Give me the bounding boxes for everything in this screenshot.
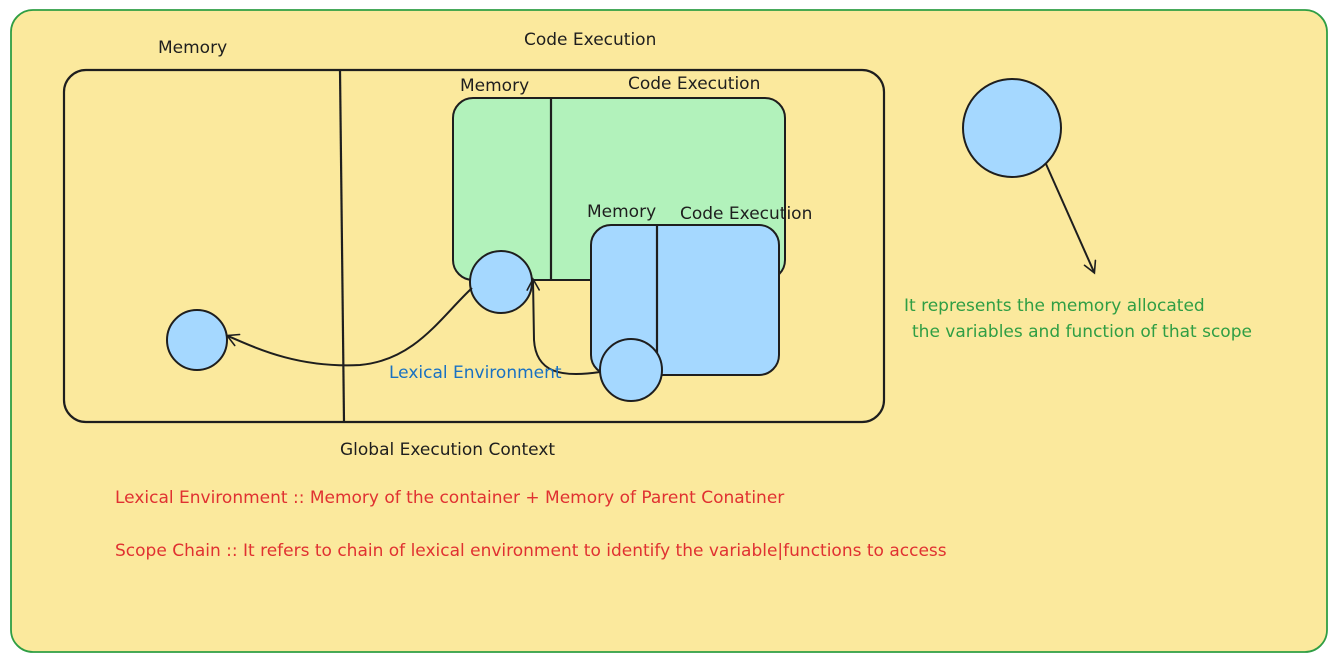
lexical-environment-label: Lexical Environment [389,363,562,383]
legend-line-2: the variables and function of that scope [912,322,1252,342]
innermost-memory-circle [599,338,663,402]
innermost-memory-label: Memory [587,202,656,222]
legend-arrow [1045,163,1097,275]
lexical-arrow-to-global [225,287,473,367]
global-context-divider [338,69,346,423]
global-code-label: Code Execution [524,30,656,50]
legend-memory-circle [962,78,1062,178]
innermost-code-label: Code Execution [680,204,812,224]
lexical-environment-definition: Lexical Environment :: Memory of the con… [115,488,784,508]
inner-memory-circle [469,250,533,314]
inner-code-label: Code Execution [628,74,760,94]
global-context-box [62,68,886,424]
innermost-context-box [590,224,780,376]
global-memory-circle [166,309,228,371]
scope-chain-definition: Scope Chain :: It refers to chain of lex… [115,541,947,561]
inner-memory-label: Memory [460,76,529,96]
legend-line-1: It represents the memory allocated [904,296,1205,316]
lexical-arrow-to-inner [526,277,601,376]
global-memory-label: Memory [158,38,227,58]
global-context-caption: Global Execution Context [340,440,555,460]
